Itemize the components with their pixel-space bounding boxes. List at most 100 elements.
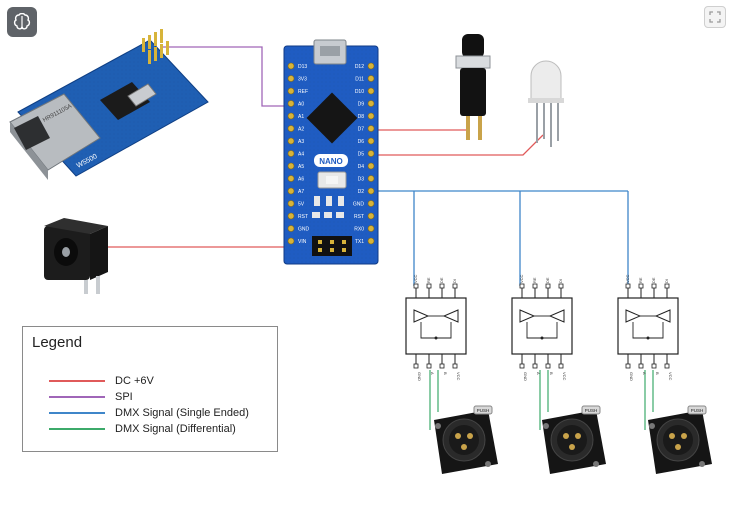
arduino-nano: NANO D133V3REFA0A1A2A3A4A5A6A75VRSTGNDVI… xyxy=(283,39,379,265)
driver-pin-label: VCC xyxy=(519,274,524,283)
pin-label-right: GND xyxy=(353,202,365,208)
pin-label-right: RX0 xyxy=(354,227,364,233)
xlr-tab-label: PUSH xyxy=(585,408,598,413)
header-pin xyxy=(287,212,295,220)
pin-label-right: D8 xyxy=(358,114,365,120)
header-pin xyxy=(287,225,295,232)
header-pin xyxy=(287,200,295,207)
legend-swatch-spi xyxy=(49,396,105,398)
push-button xyxy=(455,34,491,140)
dc-barrel-jack xyxy=(44,218,108,294)
legend-title: Legend xyxy=(32,334,83,351)
header-pin xyxy=(367,87,375,95)
header-pin xyxy=(367,62,375,70)
pin-label-left: A1 xyxy=(298,114,304,120)
header-pin xyxy=(367,175,375,182)
header-pin xyxy=(287,87,295,95)
header-pin xyxy=(367,137,375,145)
legend-label-dmx-single: DMX Signal (Single Ended) xyxy=(115,407,249,419)
header-pin xyxy=(287,237,295,245)
rs485-drivers: VCCGNDREADEBDIVCCVCCGNDREADEBDIVCCVCCGND… xyxy=(405,274,679,381)
legend-item-spi: SPI xyxy=(49,390,269,404)
header-pin xyxy=(287,75,295,82)
legend-item-dmx-single: DMX Signal (Single Ended) xyxy=(49,406,269,420)
legend-item-dmx-diff: DMX Signal (Differential) xyxy=(49,422,269,436)
wire-spi xyxy=(160,46,302,107)
header-pin xyxy=(367,75,375,82)
pin-label-left: RST xyxy=(298,214,308,220)
pin-label-right: D2 xyxy=(358,189,365,195)
pin-label-right: RST xyxy=(354,214,364,220)
driver-pin-label: DI xyxy=(452,279,457,283)
pin-label-right: D3 xyxy=(358,177,365,183)
driver-pin-label: DI xyxy=(664,279,669,283)
driver-pin-label: B xyxy=(655,372,660,375)
pin-label-right: D6 xyxy=(358,139,365,145)
header-pin xyxy=(287,112,295,120)
pin-label-right: D7 xyxy=(358,127,365,133)
driver-pin-label: RE xyxy=(638,277,643,283)
pin-label-left: A5 xyxy=(298,164,304,170)
driver-pin-label: DI xyxy=(558,279,563,283)
pin-label-left: 3V3 xyxy=(298,77,307,83)
rgb-led xyxy=(528,60,564,147)
brain-icon[interactable] xyxy=(7,7,37,37)
header-pin xyxy=(367,212,375,220)
legend-item-dc: DC +6V xyxy=(49,374,269,388)
wire-led xyxy=(372,134,544,156)
pin-label-left: 5V xyxy=(298,202,305,208)
driver-pin-label: RE xyxy=(532,277,537,283)
xlr-connector: PUSH xyxy=(542,405,606,474)
legend-swatch-dc xyxy=(49,380,105,382)
pin-label-left: A3 xyxy=(298,139,304,145)
xlr-tab-label: PUSH xyxy=(691,408,704,413)
pin-label-left: VIN xyxy=(298,239,307,245)
driver-pin-label: GND xyxy=(417,372,422,381)
legend: Legend DC +6V SPI DMX Signal (Single End… xyxy=(22,326,278,452)
header-pin xyxy=(367,150,375,157)
header-pin xyxy=(287,175,295,182)
header-pin xyxy=(367,200,375,207)
driver-pin-label: A xyxy=(536,372,541,375)
wires xyxy=(104,46,654,430)
xlr-tab-label: PUSH xyxy=(477,408,490,413)
xlr-connectors: PUSH PUSH PUSH xyxy=(434,405,712,474)
expand-icon[interactable] xyxy=(704,6,726,28)
driver-pin-label: RE xyxy=(426,277,431,283)
driver-pin-label: VCC xyxy=(413,274,418,283)
driver-pin-label: DE xyxy=(439,277,444,283)
driver-pin-label: GND xyxy=(629,372,634,381)
header-pin xyxy=(287,162,295,170)
pin-label-right: D4 xyxy=(358,164,365,170)
pin-label-left: A0 xyxy=(298,102,304,108)
pin-label-right: D10 xyxy=(355,89,364,95)
header-pin xyxy=(367,100,375,107)
pin-label-right: D12 xyxy=(355,64,364,70)
ethernet-module: HR911105A W5500 xyxy=(9,29,209,180)
driver-pin-label: DE xyxy=(545,277,550,283)
driver-pin-label: A xyxy=(642,372,647,375)
header-pin xyxy=(367,237,375,245)
xlr-connector: PUSH xyxy=(648,405,712,474)
legend-swatch-dmx-diff xyxy=(49,428,105,430)
legend-label-spi: SPI xyxy=(115,391,133,403)
pin-label-right: D5 xyxy=(358,152,365,158)
legend-label-dc: DC +6V xyxy=(115,375,154,387)
driver-pin-label: GND xyxy=(523,372,528,381)
header-pin xyxy=(287,125,295,132)
header-pin xyxy=(287,187,295,195)
pin-label-right: D11 xyxy=(355,77,364,83)
header-pin xyxy=(367,125,375,132)
pin-label-right: D9 xyxy=(358,102,365,108)
header-pin xyxy=(287,137,295,145)
legend-swatch-dmx-single xyxy=(49,412,105,414)
driver-pin-label: DE xyxy=(651,277,656,283)
driver-pin-label: VCC xyxy=(456,372,461,381)
header-pin xyxy=(287,150,295,157)
driver-pin-label: VCC xyxy=(562,372,567,381)
header-pin xyxy=(287,100,295,107)
pin-label-left: REF xyxy=(298,89,308,95)
pin-label-left: A6 xyxy=(298,177,304,183)
pin-label-left: A4 xyxy=(298,152,304,158)
